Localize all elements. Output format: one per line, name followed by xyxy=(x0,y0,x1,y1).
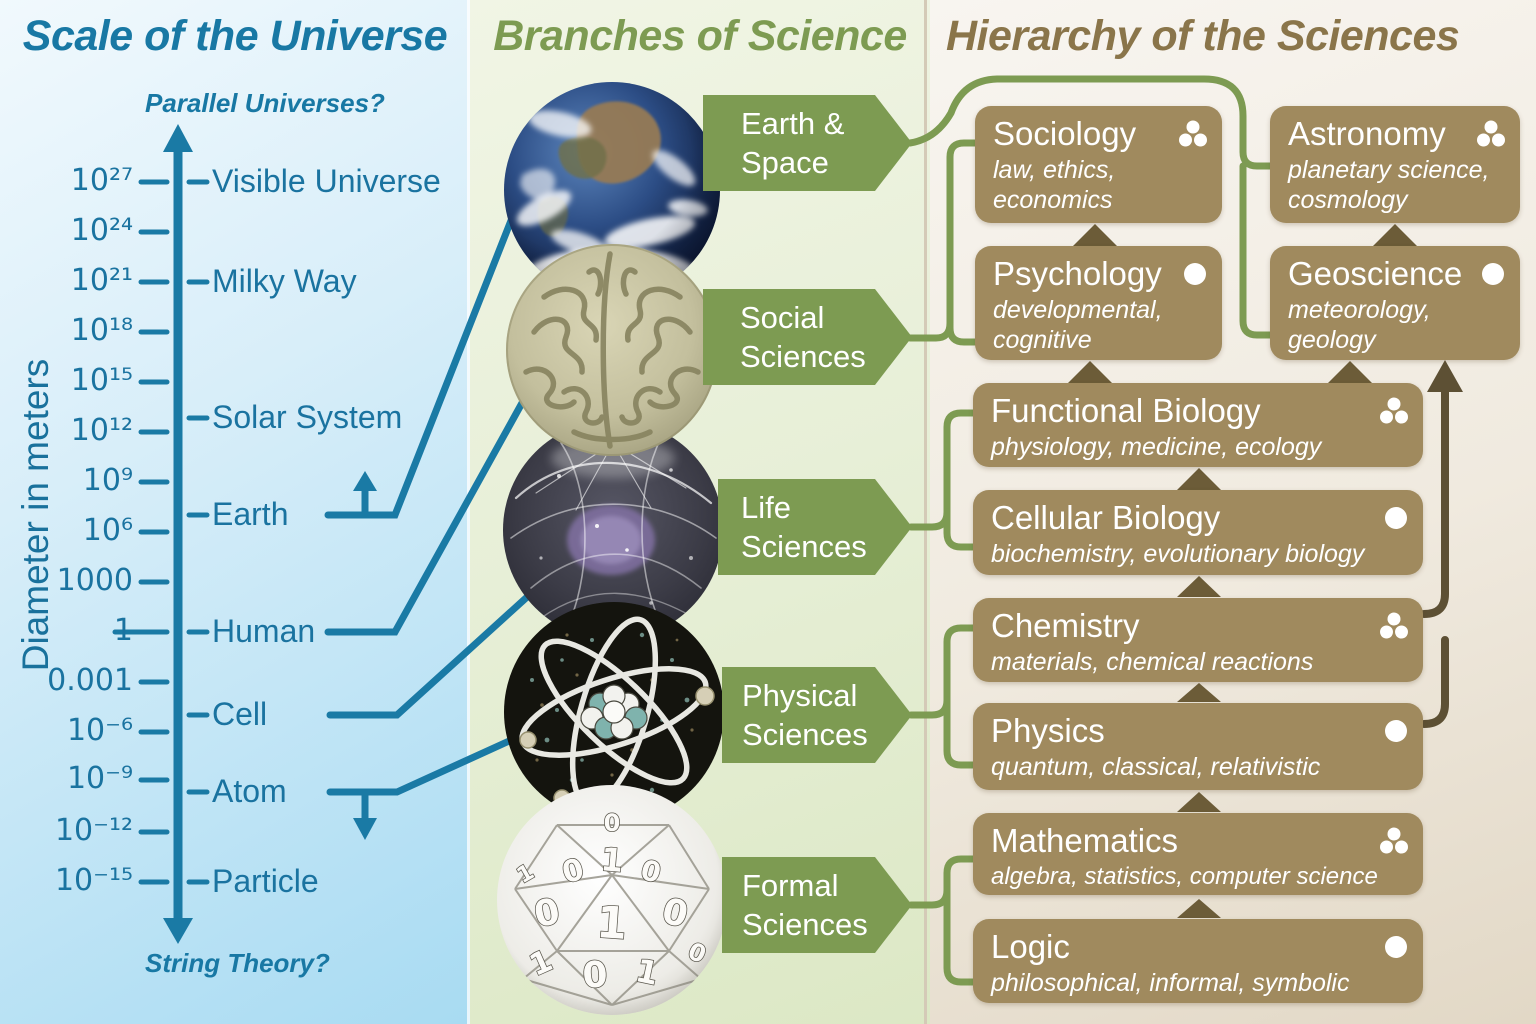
tick-label: 10¹⁵ xyxy=(70,363,133,399)
branch-label-life-sciences: Life Sciences xyxy=(718,479,912,575)
atom-image xyxy=(504,602,724,822)
tick-label: 10⁻¹² xyxy=(54,813,133,849)
cell-image xyxy=(503,420,723,640)
physics-chemistry-to-geoscience-arrow xyxy=(1420,360,1463,728)
tick-label: 10¹⁸ xyxy=(70,313,133,349)
one-dot-icon xyxy=(1385,936,1407,958)
hierarchy-box-mathematics: Mathematics algebra, statistics, compute… xyxy=(973,813,1423,895)
scale-item-human: Human xyxy=(212,612,316,649)
tick-label: 10⁻⁹ xyxy=(66,761,133,797)
scale-axis xyxy=(112,124,210,944)
hierarchy-box-chemistry: Chemistry materials, chemical reactions xyxy=(973,598,1423,682)
one-dot-icon xyxy=(1482,263,1504,285)
scale-down-arrow-icon xyxy=(353,818,377,840)
branch-label-social-sciences: Social Sciences xyxy=(703,289,912,385)
scale-up-arrow-icon xyxy=(353,471,377,491)
tick-label: 1000 xyxy=(56,563,133,599)
brain-image xyxy=(506,244,718,456)
hierarchy-panel-title: Hierarchy of the Sciences xyxy=(946,12,1460,60)
tick-label: 10⁹ xyxy=(82,463,133,499)
tick-label: 0.001 xyxy=(47,663,133,699)
hierarchy-box-geoscience: Geoscience meteorology, geology xyxy=(1270,246,1520,360)
tick-label: 10²⁴ xyxy=(70,213,133,249)
hierarchy-box-cellular-biology: Cellular Biology biochemistry, evolution… xyxy=(973,490,1423,575)
hierarchy-box-astronomy: Astronomy planetary science, cosmology xyxy=(1270,106,1520,223)
one-dot-icon xyxy=(1385,507,1407,529)
tick-label: 10²⁷ xyxy=(70,163,133,199)
tick-label: 10²¹ xyxy=(70,263,133,299)
three-dots-icon xyxy=(1380,827,1408,854)
axis-arrow-down-icon xyxy=(163,918,193,944)
scale-item-visible-universe: Visible Universe xyxy=(212,162,441,199)
scale-to-image-lines xyxy=(324,214,541,824)
one-dot-icon xyxy=(1385,720,1407,742)
tick-label: 10⁶ xyxy=(82,513,133,549)
hierarchy-box-sociology: Sociology law, ethics, economics xyxy=(975,106,1222,223)
one-dot-icon xyxy=(1184,263,1206,285)
three-dots-icon xyxy=(1380,397,1408,424)
scale-item-solar-system: Solar System xyxy=(212,398,403,435)
tick-label: 1 xyxy=(113,613,133,649)
scale-item-particle: Particle xyxy=(212,862,319,899)
hierarchy-up-triangles xyxy=(1068,224,1417,918)
scale-item-cell: Cell xyxy=(212,695,268,732)
branches-panel-title: Branches of Science xyxy=(493,12,907,60)
string-theory-question: String Theory? xyxy=(145,948,330,978)
three-dots-icon xyxy=(1477,120,1505,147)
hierarchy-box-logic: Logic philosophical, informal, symbolic xyxy=(973,919,1423,1003)
branch-connectors xyxy=(906,75,1275,986)
tick-label: 10¹² xyxy=(70,413,133,449)
branch-label-earth-space: Earth & Space xyxy=(703,95,912,191)
binary-sphere-image: 0 1 0 0 1 0 1 0 1 0 1 0 xyxy=(497,785,727,1015)
tick-label: 10⁻¹⁵ xyxy=(54,863,133,899)
three-dots-icon xyxy=(1179,120,1207,147)
branch-label-formal-sciences: Formal Sciences xyxy=(722,857,912,953)
up-arrowhead-icon xyxy=(1427,360,1463,392)
hierarchy-box-functional-biology: Functional Biology physiology, medicine,… xyxy=(973,383,1423,467)
axis-arrow-up-icon xyxy=(163,124,193,152)
scale-item-atom: Atom xyxy=(212,772,287,809)
three-dots-icon xyxy=(1380,612,1408,639)
column-divider xyxy=(467,0,470,1024)
column-divider xyxy=(924,0,927,1024)
scale-item-milky-way: Milky Way xyxy=(212,262,357,299)
parallel-universes-question: Parallel Universes? xyxy=(145,88,385,118)
hierarchy-box-physics: Physics quantum, classical, relativistic xyxy=(973,703,1423,790)
scale-panel-title: Scale of the Universe xyxy=(22,12,448,60)
scale-item-earth: Earth xyxy=(212,495,289,532)
hierarchy-box-psychology: Psychology developmental, cognitive xyxy=(975,246,1222,360)
branch-label-physical-sciences: Physical Sciences xyxy=(722,667,912,763)
tick-label: 10⁻⁶ xyxy=(66,713,133,749)
